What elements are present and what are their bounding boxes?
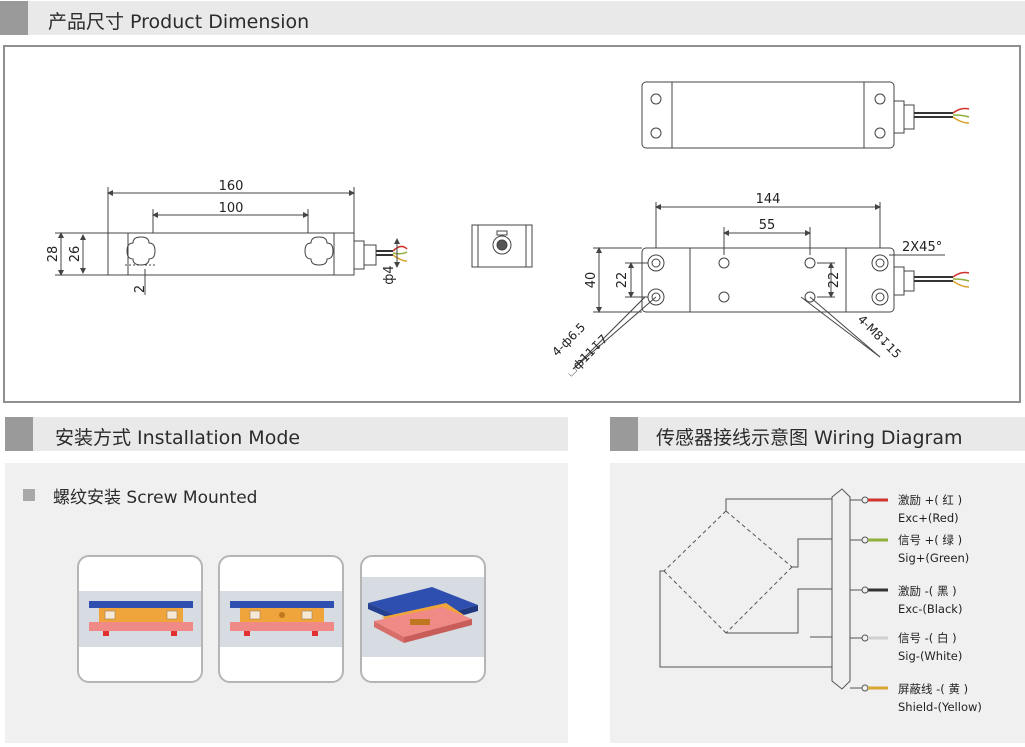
wire-exc-plus-en: Exc+(Red) — [898, 511, 959, 525]
side-view-beam-outline — [107, 232, 355, 276]
square-bullet-icon — [23, 489, 35, 501]
dim-55: 55 — [759, 218, 776, 233]
screw-mounted-subtitle: 螺纹安装 Screw Mounted — [53, 488, 258, 508]
screw-mount-side-view — [218, 555, 344, 683]
installation-panel: 螺纹安装 Screw Mounted — [5, 463, 568, 743]
wiring-diagram — [659, 488, 888, 692]
wire-exc-minus-en: Exc-(Black) — [898, 602, 963, 616]
wiring-diagram-header: 传感器接线示意图 Wiring Diagram — [610, 417, 1025, 451]
dim-28: 28 — [46, 246, 61, 263]
wire-sig-plus-cn: 信号 +( 绿 ) — [898, 533, 963, 547]
dimension-drawing-panel: 160 100 28 26 2 ф4 — [3, 45, 1021, 403]
end-view — [471, 224, 533, 268]
product-dimension-header: 产品尺寸 Product Dimension — [0, 1, 1025, 35]
screw-mount-front-view — [77, 555, 203, 683]
dim-160: 160 — [219, 179, 244, 194]
dim-26: 26 — [68, 246, 83, 263]
wire-sig-minus-cn: 信号 -( 白 ) — [898, 631, 957, 645]
bottom-view — [572, 202, 970, 370]
dim-22-left: 22 — [615, 272, 630, 289]
header-marker — [610, 417, 638, 451]
wire-shield-cn: 屏蔽线 -( 黄 ) — [898, 682, 969, 696]
wiring-panel: 激励 +( 红 ) Exc+(Red) 信号 +( 绿 ) Sig+(Green… — [610, 463, 1025, 743]
dimension-drawing: 160 100 28 26 2 ф4 — [46, 81, 970, 379]
left-gauge-cutout — [126, 236, 156, 266]
dim-2: 2 — [133, 285, 148, 293]
installation-mode-header: 安装方式 Installation Mode — [5, 417, 568, 451]
thread-spec: 4-M8↧15 — [855, 312, 904, 361]
bridge-circuit — [659, 498, 832, 668]
wire-shield-en: Shield-(Yellow) — [898, 700, 982, 714]
header-marker — [5, 417, 33, 451]
dim-100: 100 — [219, 201, 244, 216]
dim-40: 40 — [584, 272, 599, 289]
wire-exc-minus-cn: 激励 -( 黑 ) — [898, 584, 957, 598]
dim-144: 144 — [756, 192, 781, 207]
top-view — [641, 81, 970, 149]
header-marker — [0, 1, 28, 35]
wire-sig-plus-en: Sig+(Green) — [898, 551, 970, 565]
wire-sig-minus-en: Sig-(White) — [898, 649, 963, 663]
wiring-diagram-title: 传感器接线示意图 Wiring Diagram — [656, 427, 963, 449]
connector-block — [831, 488, 851, 690]
chamfer-label: 2X45° — [902, 240, 942, 255]
product-dimension-title: 产品尺寸 Product Dimension — [48, 11, 310, 33]
screw-mount-isometric-view — [360, 555, 486, 683]
wire-exc-plus-cn: 激励 +( 红 ) — [898, 493, 963, 507]
dim-22-right: 22 — [827, 272, 842, 289]
side-view — [55, 187, 408, 295]
installation-mode-title: 安装方式 Installation Mode — [55, 427, 301, 449]
dim-cable-diameter: ф4 — [382, 265, 397, 284]
right-gauge-cutout — [304, 236, 334, 266]
